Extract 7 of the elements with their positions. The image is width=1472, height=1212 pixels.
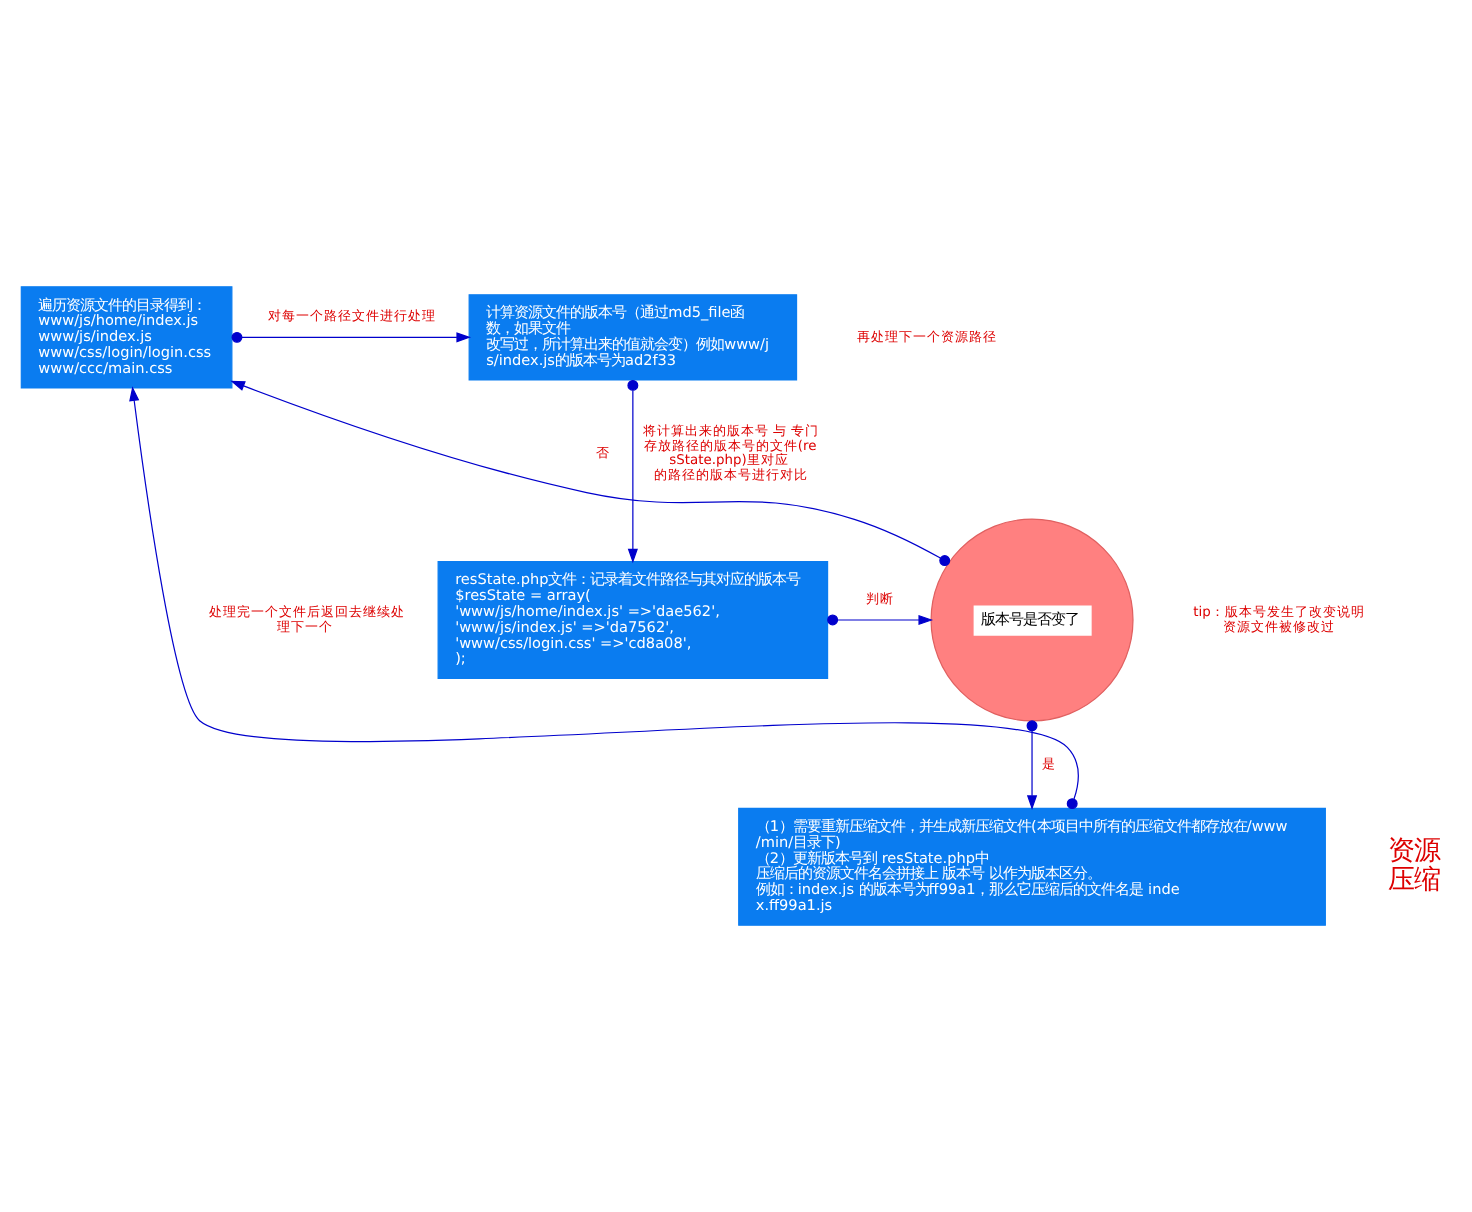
arrow (827, 614, 934, 626)
arrow (230, 380, 951, 567)
label: 资源压缩 (1388, 836, 1441, 897)
arrow (231, 331, 471, 343)
arrow (129, 386, 1079, 810)
arrow (627, 379, 639, 564)
arrow (1026, 720, 1038, 810)
